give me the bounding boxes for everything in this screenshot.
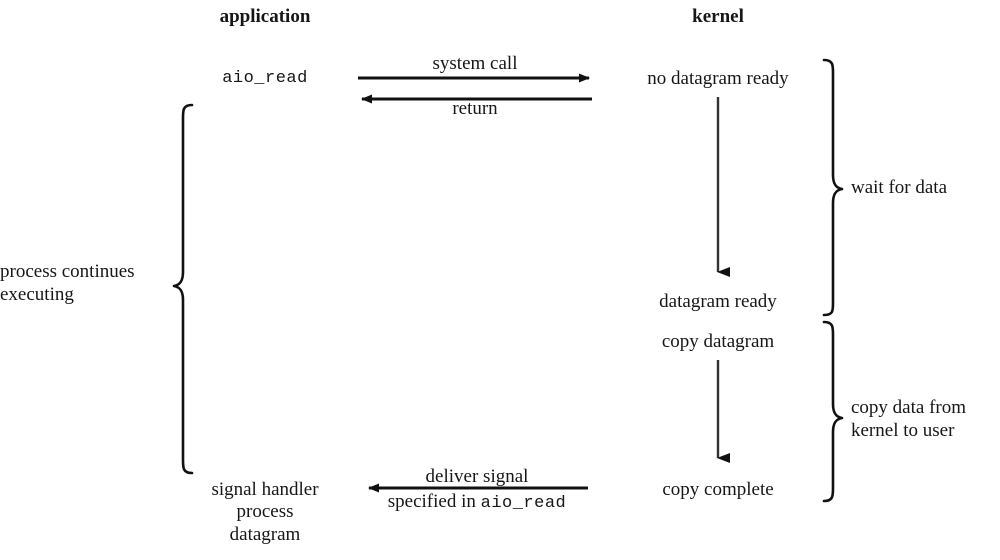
signal-handler-line1: signal handler	[211, 479, 319, 500]
copy-data-brace	[822, 320, 844, 503]
copy-data-brace-label: copy data from kernel to user	[851, 396, 966, 442]
deliver-signal-label-line2: specified in aio_read	[388, 491, 566, 515]
application-aio-read-call: aio_read	[222, 69, 308, 88]
column-heading-application: application	[219, 6, 311, 27]
deliver-signal-label-line2-prefix: specified in	[387, 491, 481, 512]
process-continues-brace-label: process continues executing	[0, 260, 176, 306]
deliver-signal-label-line1: deliver signal	[425, 466, 529, 487]
process-continues-brace-label-line1: process continues	[0, 261, 135, 282]
copy-data-brace-label-line1: copy data from	[851, 397, 967, 418]
kernel-step-no-datagram-ready: no datagram ready	[647, 68, 789, 89]
wait-for-data-brace	[822, 58, 844, 317]
process-continues-brace-label-line2: executing	[0, 284, 74, 305]
return-arrow-label: return	[452, 98, 498, 119]
copy-data-brace-label-line2: kernel to user	[851, 420, 955, 441]
system-call-arrow-label: system call	[432, 53, 518, 74]
signal-handler-line3: datagram	[229, 524, 301, 545]
signal-handler-line2: process	[236, 501, 294, 522]
kernel-step-copy-datagram: copy datagram	[661, 331, 775, 352]
column-heading-kernel: kernel	[692, 6, 744, 27]
kernel-step-copy-complete: copy complete	[662, 479, 774, 500]
deliver-signal-label-line2-mono: aio_read	[480, 494, 567, 513]
wait-for-data-brace-label: wait for data	[851, 177, 948, 198]
process-continues-brace	[172, 103, 194, 475]
kernel-step-datagram-ready: datagram ready	[659, 291, 777, 312]
